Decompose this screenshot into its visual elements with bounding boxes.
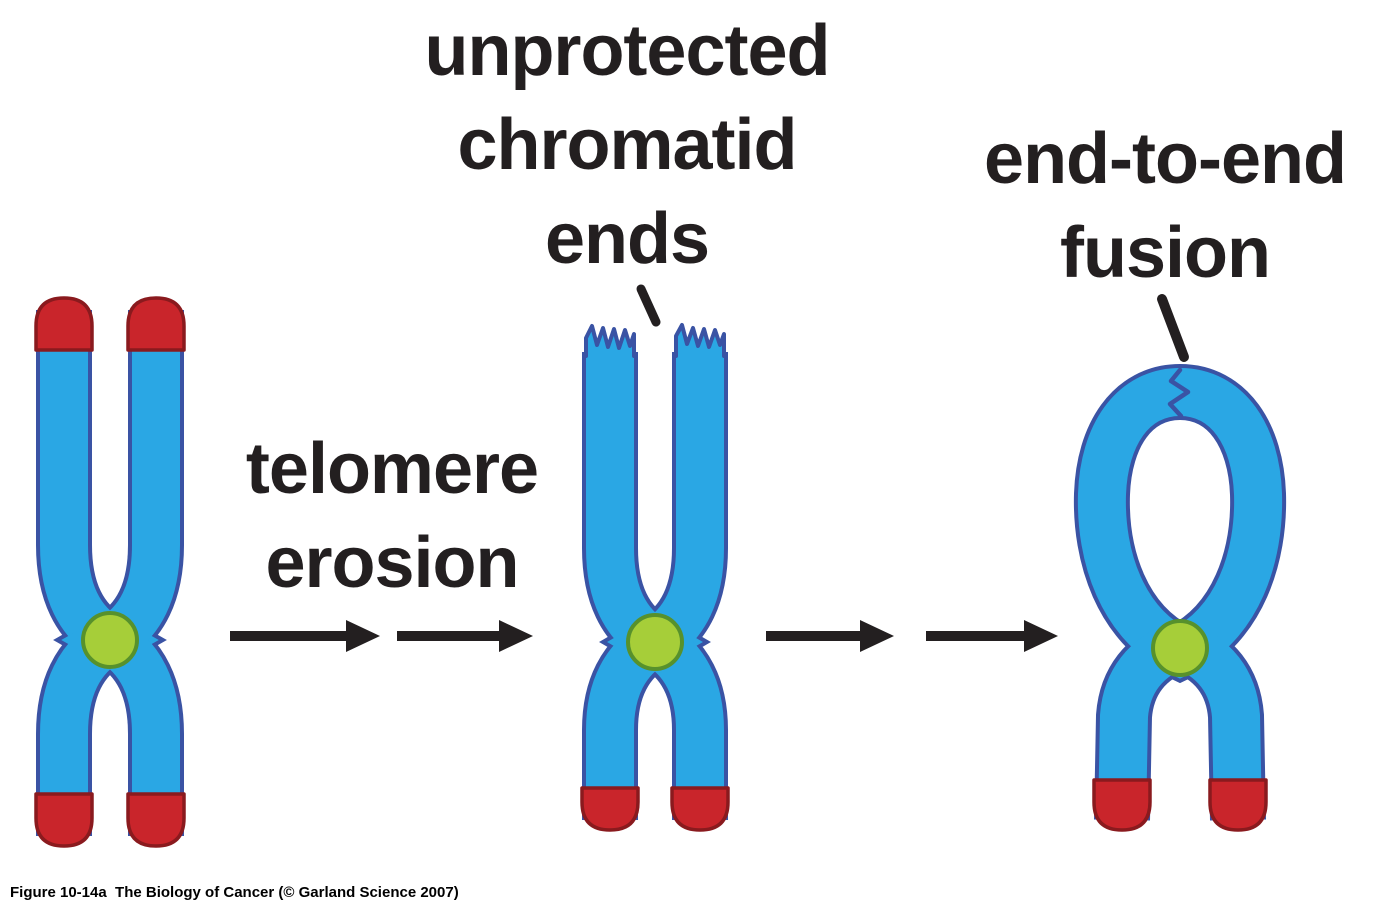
arrow-right-icon <box>397 620 533 652</box>
chromatid-left <box>40 310 159 836</box>
arrow-right-icon <box>926 620 1058 652</box>
telomere-cap-top-left <box>34 296 94 352</box>
centromere <box>626 613 684 671</box>
fusion-arrows <box>766 620 1058 652</box>
centromere <box>81 611 139 669</box>
chromosome-intact <box>34 296 186 848</box>
telomere-cap-bottom-left <box>580 786 640 832</box>
frayed-end-right-edge <box>674 323 726 358</box>
chromatid-right <box>61 310 180 836</box>
fusion-point-crack <box>1167 367 1191 419</box>
arrow-right-icon <box>230 620 380 652</box>
arrow-right-icon <box>766 620 894 652</box>
telomere-cap-bottom-left <box>34 792 94 848</box>
telomere-cap-bottom-left <box>1092 778 1152 832</box>
frayed-end-left-edge <box>584 324 636 358</box>
telomere-cap-bottom-right <box>670 786 730 832</box>
fused-loop <box>1077 367 1283 679</box>
fusion-pointer-line <box>1157 294 1189 362</box>
chromatid-right <box>607 352 724 820</box>
figure-caption: Figure 10-14a The Biology of Cancer (© G… <box>10 884 459 901</box>
telomere-cap-bottom-right <box>126 792 186 848</box>
chromosome-fused <box>1073 363 1287 832</box>
telomere-cap-top-right <box>126 296 186 352</box>
chromosome-eroded <box>580 323 730 832</box>
telomere-erosion-arrows <box>230 620 533 652</box>
telomere-cap-bottom-right <box>1208 778 1268 832</box>
ends-pointer-line <box>636 284 661 327</box>
centromere <box>1151 619 1209 677</box>
chromatid-left <box>586 352 703 820</box>
